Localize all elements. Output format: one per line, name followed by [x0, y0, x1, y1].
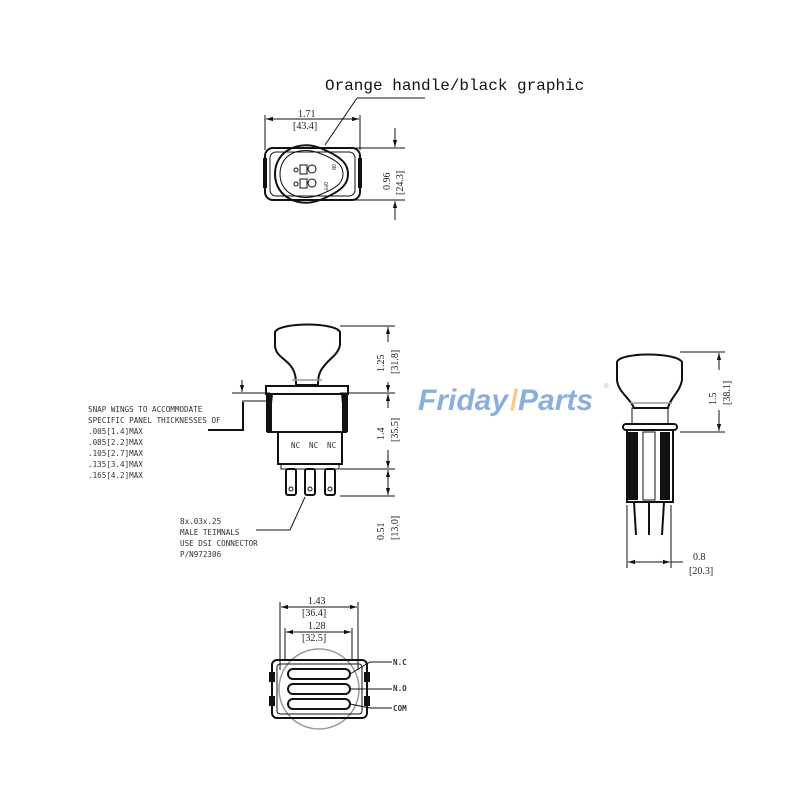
- top-height-in: 0.96: [382, 173, 393, 191]
- top-view: 1.71 [43.4] ON OFF 0.96 [24.3]: [263, 97, 425, 220]
- side-view: 1.5 [38.1] 0.8 [20.3]: [616, 351, 733, 577]
- side-height-mm: [38.1]: [722, 381, 733, 405]
- svg-text:SPECIFIC PANEL THICKNESSES OF: SPECIFIC PANEL THICKNESSES OF: [88, 416, 221, 425]
- top-width-mm: [43.4]: [293, 121, 317, 132]
- handle-graphic-icon: ON OFF: [293, 164, 336, 191]
- watermark-logo: Friday Parts / ®: [418, 383, 609, 417]
- svg-text:USE DSI CONNECTOR: USE DSI CONNECTOR: [180, 539, 258, 548]
- side-width-in: 0.8: [693, 552, 706, 563]
- watermark-text-b: Parts: [518, 384, 593, 417]
- outer-width-in: 1.43: [308, 596, 326, 607]
- terminal-height-mm: [13.0]: [390, 516, 401, 540]
- svg-text:.005[1.4]MAX: .005[1.4]MAX: [88, 427, 143, 436]
- svg-text:.165[4.2]MAX: .165[4.2]MAX: [88, 471, 143, 480]
- watermark-slash: /: [510, 384, 519, 417]
- svg-text:SNAP WINGS TO ACCOMMODATE: SNAP WINGS TO ACCOMMODATE: [88, 405, 203, 414]
- terminal-height-in: 0.51: [376, 523, 387, 541]
- terminal-label-3: NC: [327, 441, 336, 450]
- bottom-view: 1.43 [36.4] 1.28 [32.5] N.C N.O COM: [269, 596, 407, 730]
- nc-label: N.C: [393, 658, 407, 667]
- terminals: [285, 468, 336, 496]
- drawing-title: Orange handle/black graphic: [325, 77, 584, 95]
- top-height-mm: [24.3]: [395, 171, 406, 195]
- watermark-mark: ®: [604, 383, 609, 390]
- body-height-mm: [35.5]: [390, 418, 401, 442]
- inner-width-in: 1.28: [308, 621, 326, 632]
- no-label: N.O: [393, 684, 407, 693]
- svg-text:.135[3.4]MAX: .135[3.4]MAX: [88, 460, 143, 469]
- com-label: COM: [393, 704, 407, 713]
- terminal-note: 8x.03x.25 MALE TEIMNALS USE DSI CONNECTO…: [180, 517, 258, 559]
- watermark-text-a: Friday: [418, 384, 509, 417]
- on-label: ON: [330, 164, 336, 170]
- terminal-label-2: NC: [309, 441, 318, 450]
- top-width-in: 1.71: [298, 109, 316, 120]
- svg-text:8x.03x.25: 8x.03x.25: [180, 517, 221, 526]
- body-height-in: 1.4: [376, 428, 387, 441]
- side-height-in: 1.5: [708, 393, 719, 406]
- inner-width-mm: [32.5]: [302, 633, 326, 644]
- svg-text:MALE TEIMNALS: MALE TEIMNALS: [180, 528, 240, 537]
- handle-height-mm: [31.8]: [390, 350, 401, 374]
- outer-width-mm: [36.4]: [302, 608, 326, 619]
- svg-text:.105[2.7]MAX: .105[2.7]MAX: [88, 449, 143, 458]
- svg-text:P/N972306: P/N972306: [180, 550, 222, 559]
- svg-text:.085[2.2]MAX: .085[2.2]MAX: [88, 438, 143, 447]
- snap-wings-note: SNAP WINGS TO ACCOMMODATE SPECIFIC PANEL…: [88, 405, 221, 480]
- terminal-label-1: NC: [291, 441, 300, 450]
- front-view: NC NC NC 1.25 [31.8] 1.4 [35.5] 0.51 [13…: [208, 323, 401, 541]
- off-label: OFF: [322, 182, 328, 191]
- side-width-mm: [20.3]: [689, 566, 713, 577]
- handle-height-in: 1.25: [376, 355, 387, 373]
